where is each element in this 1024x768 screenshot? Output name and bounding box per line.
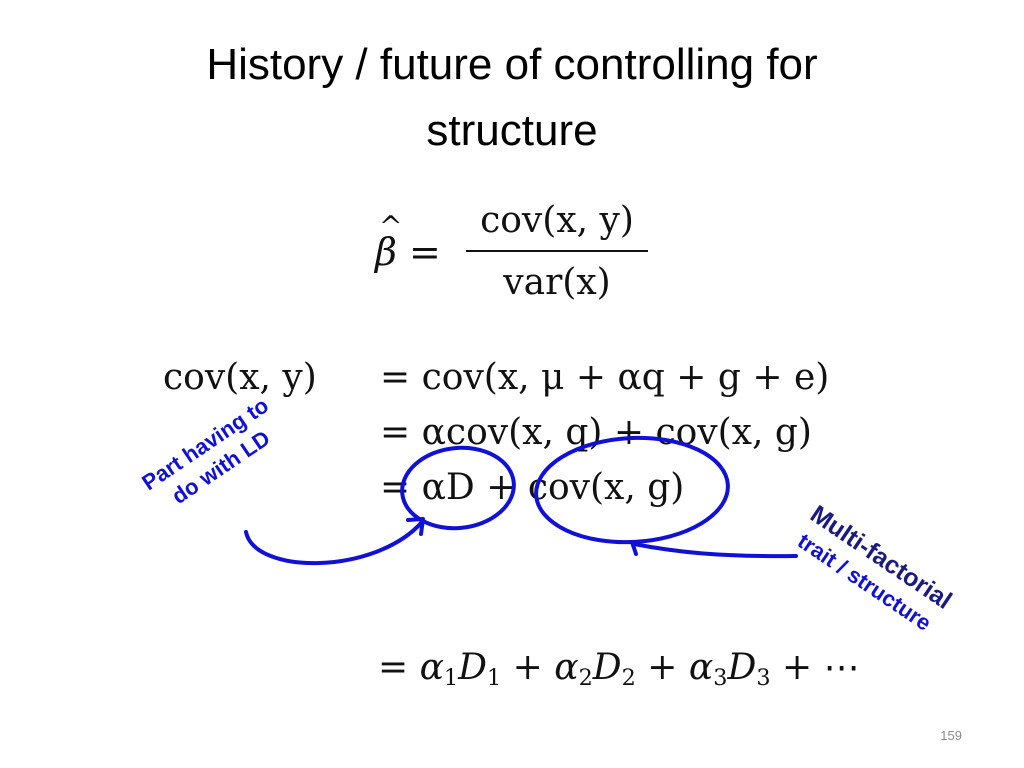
d-1: D xyxy=(458,647,487,688)
index-2b: 2 xyxy=(621,665,636,692)
alpha-2: α xyxy=(554,647,579,688)
beta-hat-symbol: β xyxy=(375,213,402,271)
page-number: 159 xyxy=(940,728,962,743)
d-3: D xyxy=(727,647,757,688)
alpha-1: α xyxy=(419,647,444,688)
d-2: D xyxy=(592,647,622,688)
structure-arrowhead xyxy=(630,540,638,556)
index-3: 3 xyxy=(713,665,728,692)
sum-equals: = xyxy=(378,647,420,688)
plus-3: + xyxy=(770,647,824,688)
equation-row-3: = αD + cov(x, g) xyxy=(380,467,685,508)
ld-arrow xyxy=(244,520,424,565)
ld-circle xyxy=(400,445,516,531)
beta-equals: = xyxy=(396,230,441,274)
fraction-denominator: var(x) xyxy=(503,262,611,303)
slide-title-line-1: History / future of controlling for xyxy=(206,40,818,89)
fraction-numerator: cov(x, y) xyxy=(480,200,634,241)
ld-arrowhead xyxy=(406,517,425,536)
ellipsis: ⋯ xyxy=(823,647,860,688)
equation-row-1: = cov(x, μ + αq + g + e) xyxy=(380,357,830,398)
beta-hat-lhs: β = xyxy=(375,213,441,274)
index-3b: 3 xyxy=(756,665,771,692)
index-2: 2 xyxy=(578,665,593,692)
structure-circle xyxy=(534,435,730,545)
index-1b: 1 xyxy=(487,665,502,692)
alpha-3: α xyxy=(688,647,714,688)
cov-lhs: cov(x, y) xyxy=(163,357,317,398)
fraction-bar xyxy=(466,250,648,252)
plus-2: + xyxy=(635,647,689,688)
beta-fraction: cov(x, y) var(x) xyxy=(462,200,652,306)
index-1: 1 xyxy=(443,665,459,692)
equation-sum-row: = α1D1 + α2D2 + α3D3 + ⋯ xyxy=(378,647,860,690)
plus-1: + xyxy=(501,647,555,688)
structure-arrow xyxy=(632,542,798,559)
slide-title-line-2: structure xyxy=(426,106,598,155)
